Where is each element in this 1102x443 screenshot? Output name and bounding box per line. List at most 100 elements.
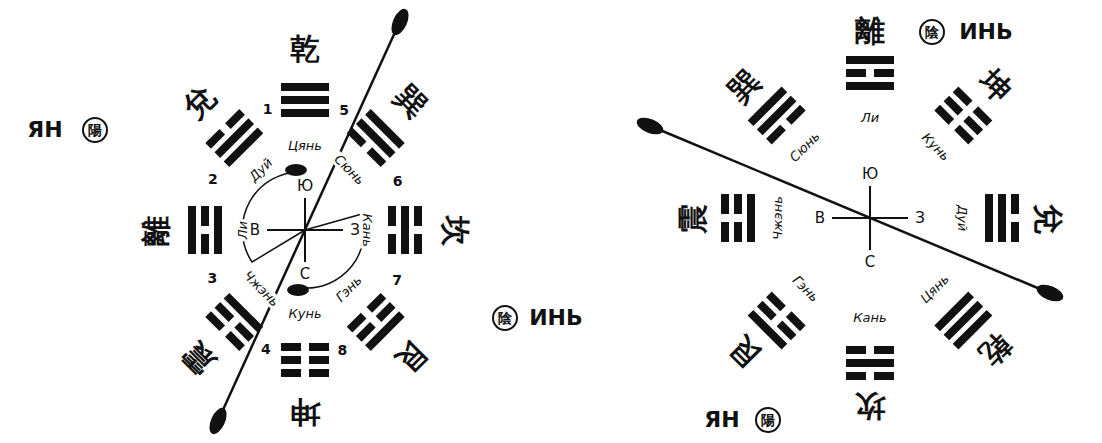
trigram-bar	[874, 346, 894, 354]
tassel	[285, 164, 307, 176]
trigram-symbol	[205, 293, 263, 351]
compass-letter: С	[863, 254, 877, 271]
trigram-bar	[721, 222, 729, 242]
trigram-bar	[225, 109, 245, 129]
trigram-bar	[309, 343, 329, 351]
callout-number: 8	[336, 343, 350, 358]
trigram-bar	[281, 96, 329, 104]
trigram-character: 離	[139, 213, 172, 247]
trigram-bar	[874, 372, 894, 380]
compass-letter: Ю	[860, 166, 880, 183]
trigram-name: Кань	[360, 211, 374, 248]
trigram-character: 坎	[439, 213, 472, 247]
trigram-name: Цянь	[286, 139, 324, 153]
trigram-bar	[365, 109, 405, 149]
trigram-symbol	[846, 56, 894, 90]
trigram-symbol	[721, 194, 755, 242]
compass-letter: В	[813, 210, 827, 227]
trigram-symbol	[205, 109, 263, 167]
trigram-name: Сюнь	[786, 128, 825, 167]
trigram-symbol	[281, 83, 329, 117]
trigram-character: 乾	[288, 32, 322, 65]
trigram-bar	[998, 194, 1006, 242]
trigram-character: 兌	[175, 78, 222, 125]
callout-number: 4	[259, 342, 273, 357]
tassel	[388, 6, 412, 37]
trigram-bar	[388, 234, 396, 254]
trigram-name: Дуй	[245, 155, 277, 187]
seal-character: 陽	[88, 123, 102, 137]
seal-character: 陽	[761, 413, 775, 427]
yang-label: ЯН	[702, 408, 741, 432]
seal-circle: 陽	[82, 117, 108, 143]
trigram-symbol	[347, 109, 405, 167]
trigram-bar	[1011, 222, 1019, 242]
trigram-bar	[309, 356, 329, 364]
compass-letter: С	[298, 266, 312, 283]
callout-number: 2	[206, 172, 220, 187]
compass-letter: В	[248, 222, 262, 239]
trigram-name: Гэнь	[332, 272, 367, 307]
trigram-bar	[388, 206, 396, 226]
trigram-character: 巽	[720, 61, 767, 108]
trigram-character: 坤	[972, 61, 1019, 108]
trigram-character: 艮	[387, 335, 434, 382]
trigram-bar	[214, 206, 222, 254]
trigram-name: Кунь	[286, 307, 323, 321]
trigram-bar	[205, 311, 225, 331]
trigram-bar	[414, 234, 422, 254]
callout-number: 3	[205, 271, 219, 286]
tassel	[634, 114, 665, 137]
seal-character: 陰	[498, 311, 512, 325]
compass-letter: Ю	[295, 178, 315, 195]
trigram-bar	[281, 369, 301, 377]
trigram-bar	[1011, 194, 1019, 214]
trigram-character: 艮	[720, 327, 767, 374]
trigram-character: 兌	[1032, 201, 1065, 235]
tassel	[1034, 281, 1065, 304]
trigram-bar	[747, 194, 755, 242]
trigram-name: Сюнь	[330, 151, 369, 190]
callout-number: 1	[261, 102, 275, 117]
seal-circle: 陰	[492, 305, 518, 331]
callout-number: 6	[391, 174, 405, 189]
trigram-name: Кунь	[917, 129, 953, 165]
trigram-bar	[846, 372, 866, 380]
stick-line	[222, 30, 396, 412]
trigram-symbol	[846, 346, 894, 380]
seal-circle: 陽	[755, 407, 781, 433]
trigram-symbol	[388, 206, 422, 254]
trigram-character: 震	[676, 201, 709, 235]
trigram-character: 坎	[853, 390, 887, 423]
yin-label: ИНЬ	[957, 20, 1015, 44]
trigram-symbol	[281, 343, 329, 377]
trigram-bar	[281, 109, 329, 117]
trigram-bar	[846, 82, 894, 90]
tassel	[206, 405, 230, 436]
compass-letter: З	[913, 210, 927, 227]
trigram-bar	[225, 331, 245, 351]
trigram-symbol	[347, 293, 405, 351]
trigram-name: Дуй	[955, 203, 969, 233]
trigram-bar	[281, 83, 329, 91]
trigram-bar	[281, 356, 301, 364]
trigram-bar	[721, 194, 729, 214]
trigram-bar	[365, 311, 405, 351]
trigram-character: 坤	[288, 396, 322, 429]
trigram-bar	[201, 234, 209, 254]
callout-number: 5	[337, 103, 351, 118]
trigram-bar	[846, 346, 866, 354]
tassel	[287, 284, 309, 296]
trigram-name: Ли	[859, 111, 881, 125]
compass-letter: З	[348, 222, 362, 239]
trigram-bar	[281, 343, 301, 351]
yang-label: ЯН	[25, 118, 64, 142]
trigram-bar	[973, 106, 993, 126]
trigram-name: Гэнь	[788, 271, 823, 306]
trigram-name: Кань	[851, 311, 888, 325]
callout-number: 7	[390, 273, 404, 288]
trigram-character: 震	[175, 335, 222, 382]
trigram-bar	[309, 369, 329, 377]
trigram-group	[188, 56, 1019, 380]
